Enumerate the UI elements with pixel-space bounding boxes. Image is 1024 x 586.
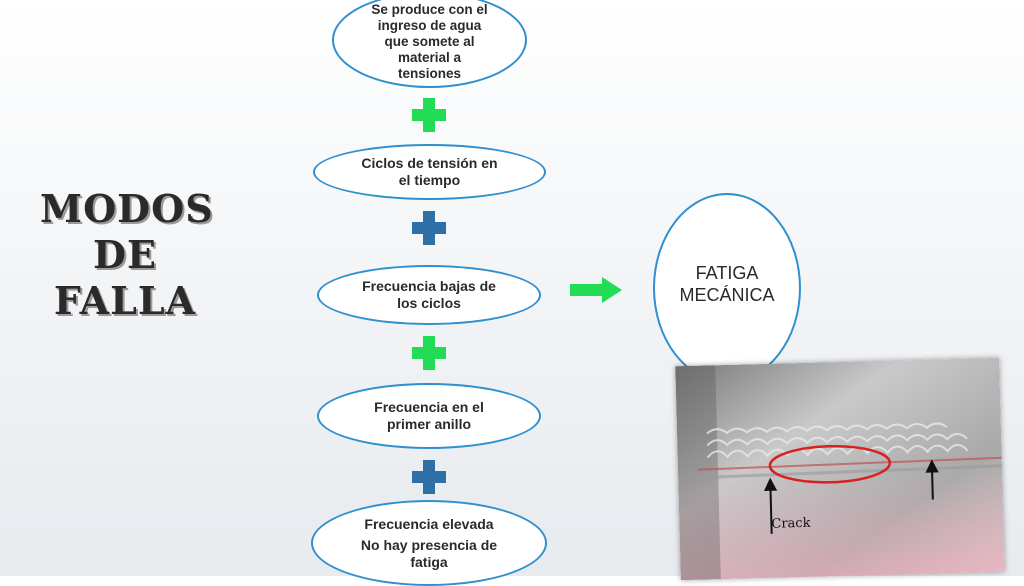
plus-icon: [412, 98, 446, 132]
crack-photo: Crack: [675, 357, 1005, 581]
step-5-line-1: Frecuencia elevada: [364, 515, 494, 532]
step-3-line-1: Frecuencia bajas de: [362, 278, 496, 294]
result-oval-mechanical-fatigue: FATIGA MECÁNICA: [653, 193, 801, 383]
result-line-2: MECÁNICA: [679, 285, 775, 305]
step-1-line-4: material a: [397, 50, 462, 65]
plus-icon: [412, 336, 446, 370]
step-oval-high-frequency: Frecuencia elevada No hay presencia de f…: [311, 500, 547, 586]
crack-label: Crack: [771, 516, 811, 532]
step-5-line-3: fatiga: [410, 553, 448, 570]
title-line-2: DE: [93, 232, 157, 277]
title-line-3: FALLA: [53, 278, 197, 323]
step-oval-low-frequency: Frecuencia bajas de los ciclos: [317, 265, 541, 325]
step-4-line-1: Frecuencia en el: [374, 399, 484, 415]
step-oval-first-ring: Frecuencia en el primer anillo: [317, 383, 541, 449]
plus-icon: [412, 211, 446, 245]
step-2-line-2: el tiempo: [398, 172, 461, 188]
step-1-line-2: ingreso de agua: [377, 18, 482, 33]
step-5-line-2: No hay presencia de: [360, 536, 498, 553]
page-title: MODOS DE FALLA: [40, 186, 214, 324]
step-oval-stress-cycles: Ciclos de tensión en el tiempo: [313, 144, 546, 200]
step-2-line-1: Ciclos de tensión en: [361, 155, 498, 171]
step-4-line-2: primer anillo: [386, 416, 472, 432]
step-1-line-5: tensiones: [397, 66, 462, 81]
right-arrow-icon: [570, 277, 622, 303]
plus-icon: [412, 460, 446, 494]
step-3-line-2: los ciclos: [397, 295, 461, 311]
title-line-1: MODOS: [40, 186, 214, 231]
result-line-1: FATIGA: [695, 263, 759, 283]
step-oval-water-ingress: Se produce con el ingreso de agua que so…: [332, 0, 527, 88]
step-1-line-3: que somete al: [384, 34, 475, 49]
step-1-line-1: Se produce con el: [371, 2, 488, 17]
